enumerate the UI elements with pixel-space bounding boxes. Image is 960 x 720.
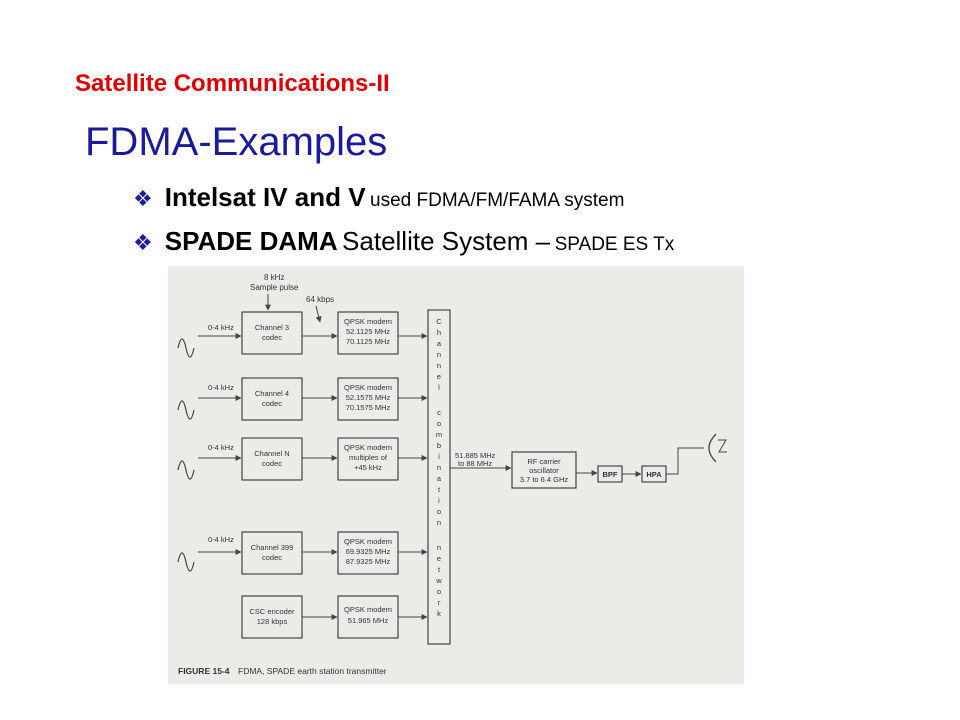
network-letter: l bbox=[438, 383, 440, 392]
bpf-label: BPF bbox=[603, 470, 618, 479]
bitrate-label: 64 kbps bbox=[306, 295, 334, 304]
input-band-label: 0-4 kHz bbox=[208, 323, 234, 332]
bullet-bold-text: SPADE DAMA bbox=[164, 226, 338, 256]
bullet-small-text: SPADE ES Tx bbox=[554, 234, 675, 255]
network-letter: h bbox=[437, 328, 441, 337]
codec-label-1: Channel N bbox=[254, 449, 289, 458]
modem-label-1: QPSK modem bbox=[344, 383, 392, 392]
modem-label-3: 87.9325 MHz bbox=[346, 557, 391, 566]
antenna-dish-icon bbox=[708, 433, 717, 463]
modem-label-3: 70.1125 MHz bbox=[346, 337, 390, 346]
modem-label-2: 52.1575 MHz bbox=[346, 393, 391, 402]
codec-label-1: Channel 4 bbox=[255, 389, 289, 398]
bullet-small-text: used FDMA/FM/FAMA system bbox=[370, 190, 625, 211]
network-letter: n bbox=[437, 543, 441, 552]
modem-box bbox=[337, 311, 399, 355]
codec-box bbox=[241, 437, 303, 481]
network-letter: o bbox=[437, 419, 441, 428]
modem-label-1: QPSK modem bbox=[344, 537, 392, 546]
codec-label-1: CSC encoder bbox=[249, 607, 295, 616]
network-letter: o bbox=[437, 587, 441, 596]
sine-source-icon bbox=[177, 552, 195, 572]
modem-label-2: 69.9325 MHz bbox=[346, 547, 391, 556]
bullet-item: ❖ Intelsat IV and V used FDMA/FM/FAMA sys… bbox=[133, 182, 624, 213]
rf-label-3: 3.7 to 6.4 GHz bbox=[520, 475, 569, 484]
rf-oscillator-box bbox=[511, 451, 577, 489]
antenna-feed-line bbox=[666, 447, 704, 475]
diamond-bullet-icon: ❖ bbox=[133, 186, 153, 211]
modem-box bbox=[337, 531, 399, 575]
sine-source-icon bbox=[177, 338, 195, 358]
modem-box bbox=[337, 437, 399, 481]
modem-label-1: QPSK modem bbox=[344, 317, 392, 326]
codec-label-1: Channel 399 bbox=[251, 543, 294, 552]
network-letter: n bbox=[437, 350, 441, 359]
modem-label-2: multiples of bbox=[349, 453, 388, 462]
frequency-range-label-1: 51.885 MHz bbox=[455, 451, 496, 460]
modem-label-3: 70.1575 MHz bbox=[346, 403, 391, 412]
network-letter: t bbox=[438, 485, 441, 494]
rf-label-1: RF carrier bbox=[527, 457, 561, 466]
sample-pulse-label-2: Sample pulse bbox=[250, 283, 299, 292]
modem-box bbox=[337, 377, 399, 421]
network-letter: n bbox=[437, 463, 441, 472]
frequency-range-label-2: to 88 MHz bbox=[458, 459, 492, 468]
codec-label-2: codec bbox=[262, 553, 282, 562]
bullet-item: ❖ SPADE DAMA Satellite System – SPADE ES … bbox=[133, 226, 674, 257]
hpa-label: HPA bbox=[646, 470, 662, 479]
network-letter: i bbox=[438, 452, 440, 461]
slide-title: FDMA-Examples bbox=[85, 120, 388, 164]
modem-label-3: +45 kHz bbox=[354, 463, 382, 472]
sample-pulse-label-1: 8 kHz bbox=[264, 273, 284, 282]
network-letter: e bbox=[437, 372, 441, 381]
network-letter: r bbox=[438, 598, 441, 607]
network-letter: k bbox=[437, 609, 441, 618]
channel-combination-network-box bbox=[427, 309, 451, 645]
network-letter: C bbox=[436, 317, 442, 326]
slide-header: Satellite Communications-II bbox=[75, 70, 390, 97]
input-band-label: 0-4 kHz bbox=[208, 535, 234, 544]
network-letter: n bbox=[437, 361, 441, 370]
modem-label-1: QPSK modem bbox=[344, 443, 392, 452]
codec-label-1: Channel 3 bbox=[255, 323, 289, 332]
sine-source-icon bbox=[177, 400, 195, 420]
codec-label-2: codec bbox=[262, 333, 282, 342]
network-letter: m bbox=[436, 430, 442, 439]
rf-label-2: oscillator bbox=[529, 466, 559, 475]
network-letter: a bbox=[437, 339, 442, 348]
network-letter: o bbox=[437, 507, 441, 516]
diamond-bullet-icon: ❖ bbox=[133, 230, 153, 255]
network-letter: c bbox=[437, 408, 441, 417]
spade-transmitter-figure: 8 kHz Sample pulse 64 kbps 0-4 kHz Chann… bbox=[168, 266, 744, 684]
modem-label-2: 51.965 MHz bbox=[348, 616, 389, 625]
bitrate-arrow bbox=[315, 305, 322, 323]
figure-caption-number: FIGURE 15-4 bbox=[178, 666, 230, 676]
network-letter: n bbox=[437, 518, 441, 527]
network-letter: i bbox=[438, 496, 440, 505]
sine-source-icon bbox=[177, 460, 195, 480]
network-letter: w bbox=[435, 576, 442, 585]
codec-box bbox=[241, 531, 303, 575]
figure-caption-text: FDMA, SPADE earth station transmitter bbox=[238, 666, 387, 676]
codec-box bbox=[241, 311, 303, 355]
bullet-bold-text: Intelsat IV and V bbox=[164, 182, 366, 212]
block-diagram: 8 kHz Sample pulse 64 kbps 0-4 kHz Chann… bbox=[177, 273, 727, 676]
network-letter: a bbox=[437, 474, 442, 483]
network-letter: b bbox=[437, 441, 441, 450]
codec-label-2: codec bbox=[262, 459, 282, 468]
network-letter: e bbox=[437, 554, 441, 563]
codec-box bbox=[241, 377, 303, 421]
modem-label-1: QPSK modem bbox=[344, 605, 392, 614]
codec-label-2: codec bbox=[262, 399, 282, 408]
antenna-radiation-icon bbox=[718, 439, 727, 453]
bullet-normal-text: Satellite System – bbox=[342, 226, 551, 256]
codec-label-2: 128 kbps bbox=[257, 617, 288, 626]
modem-label-2: 52.1125 MHz bbox=[346, 327, 390, 336]
network-letter: t bbox=[438, 565, 441, 574]
input-band-label: 0-4 kHz bbox=[208, 443, 234, 452]
input-band-label: 0-4 kHz bbox=[208, 383, 234, 392]
